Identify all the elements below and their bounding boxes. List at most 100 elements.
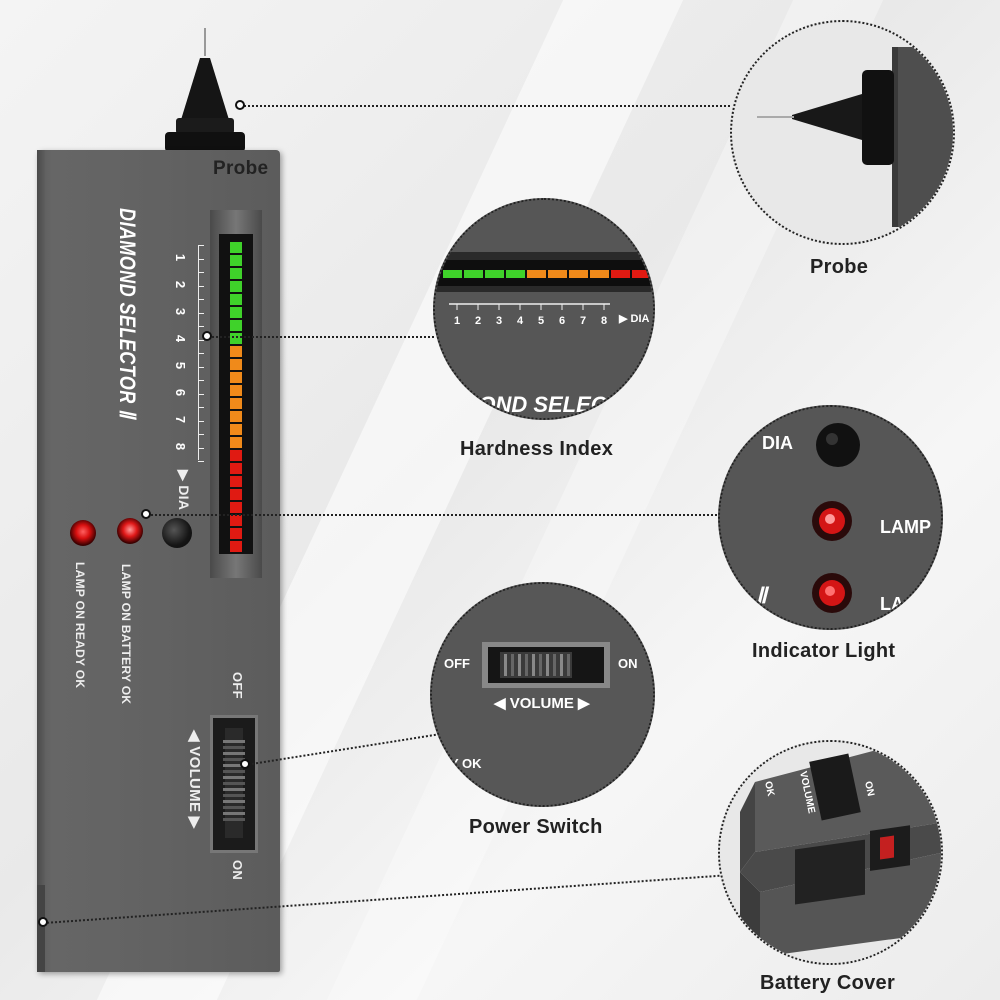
scale-tick	[198, 407, 204, 408]
pw-wheel-ridge	[518, 654, 521, 676]
scale-tick	[198, 353, 204, 354]
ready-led	[70, 520, 96, 546]
hz-scale-number: 3	[496, 315, 502, 327]
hz-led-segment	[506, 270, 525, 278]
wheel-ridge	[223, 782, 245, 785]
hz-scale-number: 7	[580, 315, 586, 327]
led-segment	[230, 502, 242, 513]
hz-led-segment	[590, 270, 609, 278]
hz-led-segment	[569, 270, 588, 278]
scale-number: 4	[173, 334, 189, 343]
scale-number: 3	[173, 307, 189, 316]
probe-callout	[730, 20, 955, 245]
led-segment	[230, 411, 242, 422]
led-segment	[230, 437, 242, 448]
hardness-leader-line	[208, 336, 434, 338]
battery-caption: Battery Cover	[760, 972, 896, 994]
wheel-ridge	[223, 764, 245, 767]
led-segment	[230, 450, 242, 461]
ind-lamp-label: LAMP	[880, 517, 931, 537]
led-segment	[230, 333, 242, 344]
switch-off-label: OFF	[230, 672, 245, 699]
led-segment	[230, 489, 242, 500]
hardness-display	[210, 210, 262, 578]
scale-tick	[198, 258, 204, 260]
led-segment	[230, 476, 242, 487]
hardness-caption: Hardness Index	[460, 438, 614, 460]
led-segment	[230, 307, 242, 318]
hardness-leader-dot	[202, 331, 212, 341]
volume-label: ◀ VOLUME ▶	[186, 730, 203, 829]
indicator-leader-dot	[141, 509, 151, 519]
pw-wheel-ridge	[560, 654, 563, 676]
ind-lamp-partial-label: LA	[880, 594, 904, 614]
pw-wheel-ridge	[539, 654, 542, 676]
indicator-leader-line	[146, 514, 721, 516]
scale-number: 6	[173, 388, 189, 397]
scale-end-label: ▶ DIA	[176, 470, 192, 511]
battery-cover-edge	[37, 885, 45, 972]
pw-wheel-ridge	[546, 654, 549, 676]
led-segment	[230, 515, 242, 526]
scale-tick	[198, 285, 204, 287]
hz-scale-number: 6	[559, 315, 565, 327]
bat-ok-label: OK	[762, 780, 776, 798]
device-edge	[37, 150, 45, 972]
battery-leader-dot	[38, 917, 48, 927]
wheel-ridge	[223, 794, 245, 797]
led-segment	[230, 463, 242, 474]
wheel-ridge	[223, 788, 245, 791]
switch-on-label: ON	[230, 860, 245, 881]
led-segment	[230, 398, 242, 409]
scale-tick	[198, 380, 204, 381]
hz-dia-label: ▶ DIA	[618, 313, 650, 325]
pw-wheel-ridge	[532, 654, 535, 676]
scale-tick	[198, 461, 204, 462]
hz-scale-number: 5	[538, 315, 544, 327]
led-segment	[230, 372, 242, 383]
pw-wheel-ridge	[504, 654, 507, 676]
probe-tip	[165, 28, 245, 152]
wheel-ridge	[223, 770, 245, 773]
probe-leader-dot	[235, 100, 245, 110]
hz-scale-number: 1	[454, 315, 460, 327]
power-volume-switch[interactable]	[210, 715, 258, 853]
hz-led-segment	[485, 270, 504, 278]
wheel-ridge	[223, 806, 245, 809]
led-segment	[230, 385, 242, 396]
wheel-ridge	[223, 812, 245, 815]
scale-tick	[198, 447, 204, 449]
scale-tick	[198, 366, 204, 368]
power-leader-dot	[240, 759, 250, 769]
dia-indicator-light	[162, 518, 192, 548]
hz-led-segment	[548, 270, 567, 278]
lamp-battery-label: LAMP ON BATTERY OK	[119, 564, 133, 705]
battery-callout: VOLUME ON OK	[718, 740, 943, 965]
pw-wheel-ridge	[525, 654, 528, 676]
led-segment	[230, 242, 242, 253]
hz-led-segment	[443, 270, 462, 278]
scale-tick	[198, 326, 204, 327]
probe-leader-line	[240, 105, 730, 107]
led-segment	[230, 320, 242, 331]
led-segment	[230, 281, 242, 292]
probe-label: Probe	[213, 158, 269, 179]
ind-roman-label: Ⅱ	[756, 583, 770, 608]
scale-number: 8	[173, 442, 189, 451]
hz-scale-number: 8	[601, 315, 607, 327]
scale-number: 5	[173, 361, 189, 370]
diamond-tester-device: DIAMOND SELECTOR Ⅱ ▶ DIA LAMP ON BATTERY…	[37, 150, 280, 972]
scale-tick	[198, 393, 204, 395]
wheel-ridge	[223, 758, 245, 761]
led-segment	[230, 541, 242, 552]
power-callout: OFF ON ◀ VOLUME ▶ Y OK	[430, 582, 655, 807]
battery-led	[117, 518, 143, 544]
pw-on-label: ON	[618, 656, 638, 671]
switch-wheel	[223, 728, 245, 838]
probe-closeup	[757, 47, 953, 227]
scale-number: 7	[173, 415, 189, 424]
pw-wheel-ridge	[567, 654, 570, 676]
ind-dia-label: DIA	[762, 433, 793, 453]
hz-scale-number: 4	[517, 315, 524, 327]
scale-tick	[198, 272, 204, 273]
